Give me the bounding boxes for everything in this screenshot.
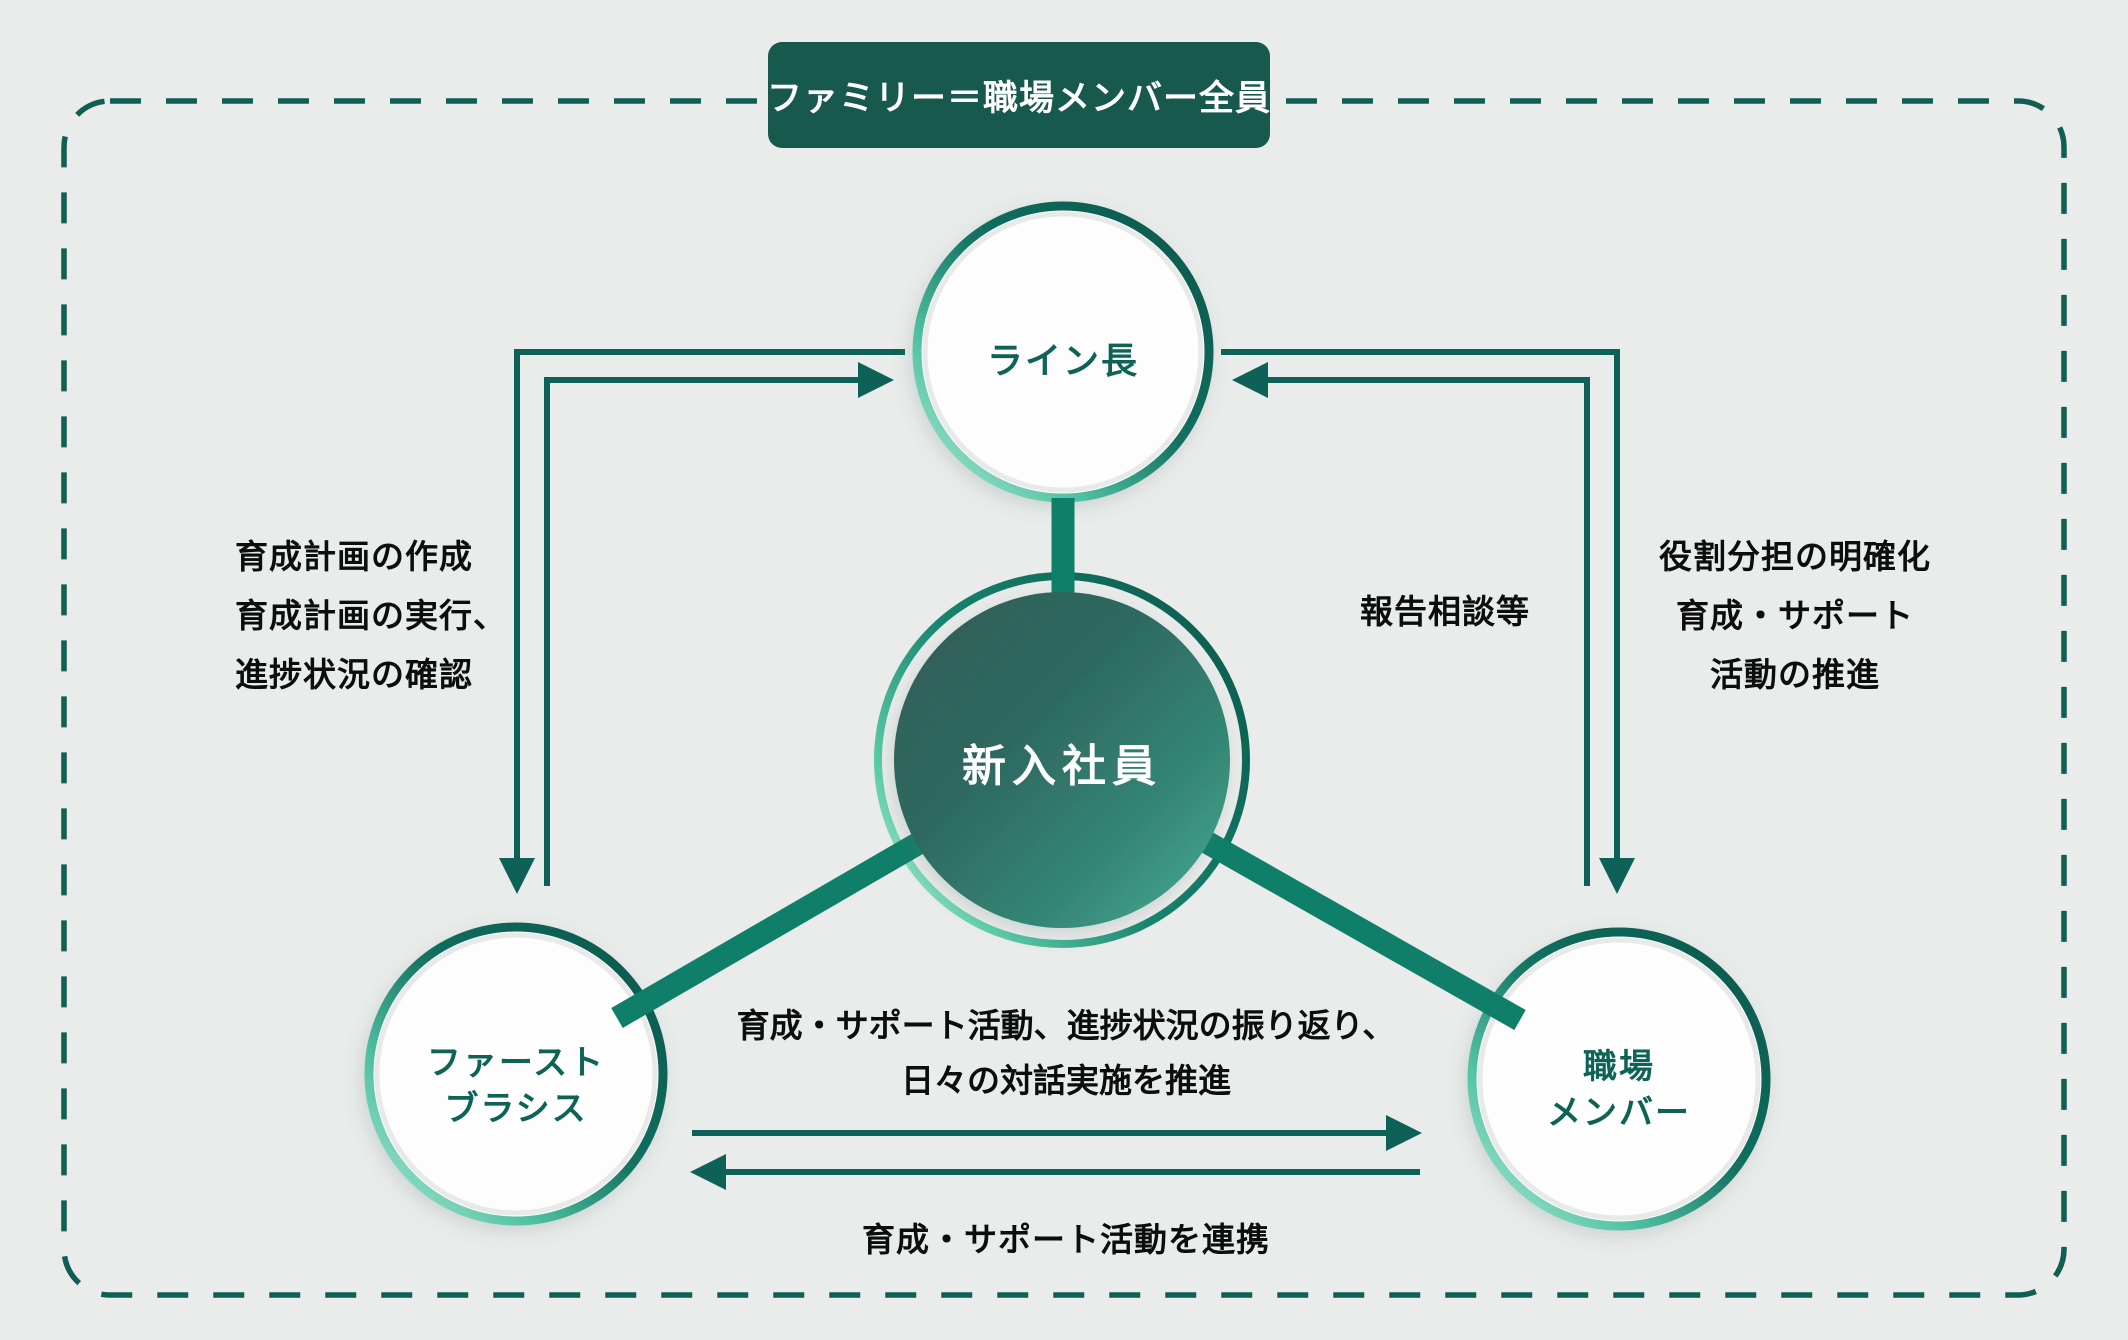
- node-circle-workplace-members: [1467, 927, 1771, 1231]
- arrowhead-down-left-icon: [499, 858, 535, 894]
- title-badge: ファミリー＝職場メンバー全員: [767, 42, 1272, 148]
- annotation-report-consult: 報告相談等: [1360, 593, 1530, 630]
- label-line-manager: ライン長: [986, 340, 1139, 381]
- arrowhead-left-icon: [690, 1154, 726, 1190]
- label-workplace-members-line2: メンバー: [1547, 1094, 1691, 1132]
- label-first-brosis-line1: ファースト: [426, 1044, 606, 1082]
- arrowhead-right-to-linemgr-icon: [858, 362, 894, 398]
- center-grain-texture: [894, 592, 1230, 928]
- label-first-brosis: ファースト ブラシス: [366, 1040, 666, 1132]
- label-new-employee: 新入社員: [962, 742, 1162, 791]
- left-arrow-group: [514, 349, 905, 886]
- label-workplace-members: 職場 メンバー: [1469, 1044, 1769, 1136]
- arrow-linemgr-to-firstbrosis-line: [514, 349, 905, 860]
- arrow-firstbrosis-to-linemgr-line: [544, 377, 858, 886]
- annotation-right-line3: 活動の推進: [1710, 656, 1880, 693]
- arrowhead-left-to-linemgr-icon: [1232, 362, 1268, 398]
- arrowhead-down-right-icon: [1599, 858, 1635, 894]
- annotation-bottom-link: 育成・サポート活動を連携: [862, 1221, 1270, 1258]
- annotation-left-line1: 育成計画の作成: [235, 538, 473, 575]
- node-circle-first-brosis: [364, 922, 668, 1226]
- annotation-left-line3: 進捗状況の確認: [235, 656, 473, 693]
- arrow-linemgr-to-members-line: [1221, 349, 1620, 860]
- annotation-left-line2: 育成計画の実行、: [235, 597, 507, 634]
- annotation-right-line2: 育成・サポート: [1676, 597, 1914, 634]
- label-first-brosis-line2: ブラシス: [444, 1090, 588, 1128]
- arrowhead-right-icon: [1386, 1115, 1422, 1151]
- right-arrow-group: [1221, 349, 1620, 886]
- annotation-right-line1: 役割分担の明確化: [1659, 538, 1931, 575]
- annotation-right-block: 役割分担の明確化 育成・サポート 活動の推進: [1615, 527, 1975, 704]
- annotation-bottom-middle: 育成・サポート活動、進捗状況の振り返り、 日々の対話実施を推進: [666, 998, 1466, 1108]
- annotation-left-block: 育成計画の作成 育成計画の実行、 進捗状況の確認: [235, 527, 507, 704]
- annotation-bottom-middle-line2: 日々の対話実施を推進: [901, 1062, 1231, 1099]
- annotation-bottom-middle-line1: 育成・サポート活動、進捗状況の振り返り、: [736, 1007, 1396, 1044]
- page-title: ファミリー＝職場メンバー全員: [767, 78, 1272, 118]
- label-workplace-members-line1: 職場: [1583, 1048, 1655, 1086]
- arrow-members-to-linemgr-line: [1268, 377, 1590, 886]
